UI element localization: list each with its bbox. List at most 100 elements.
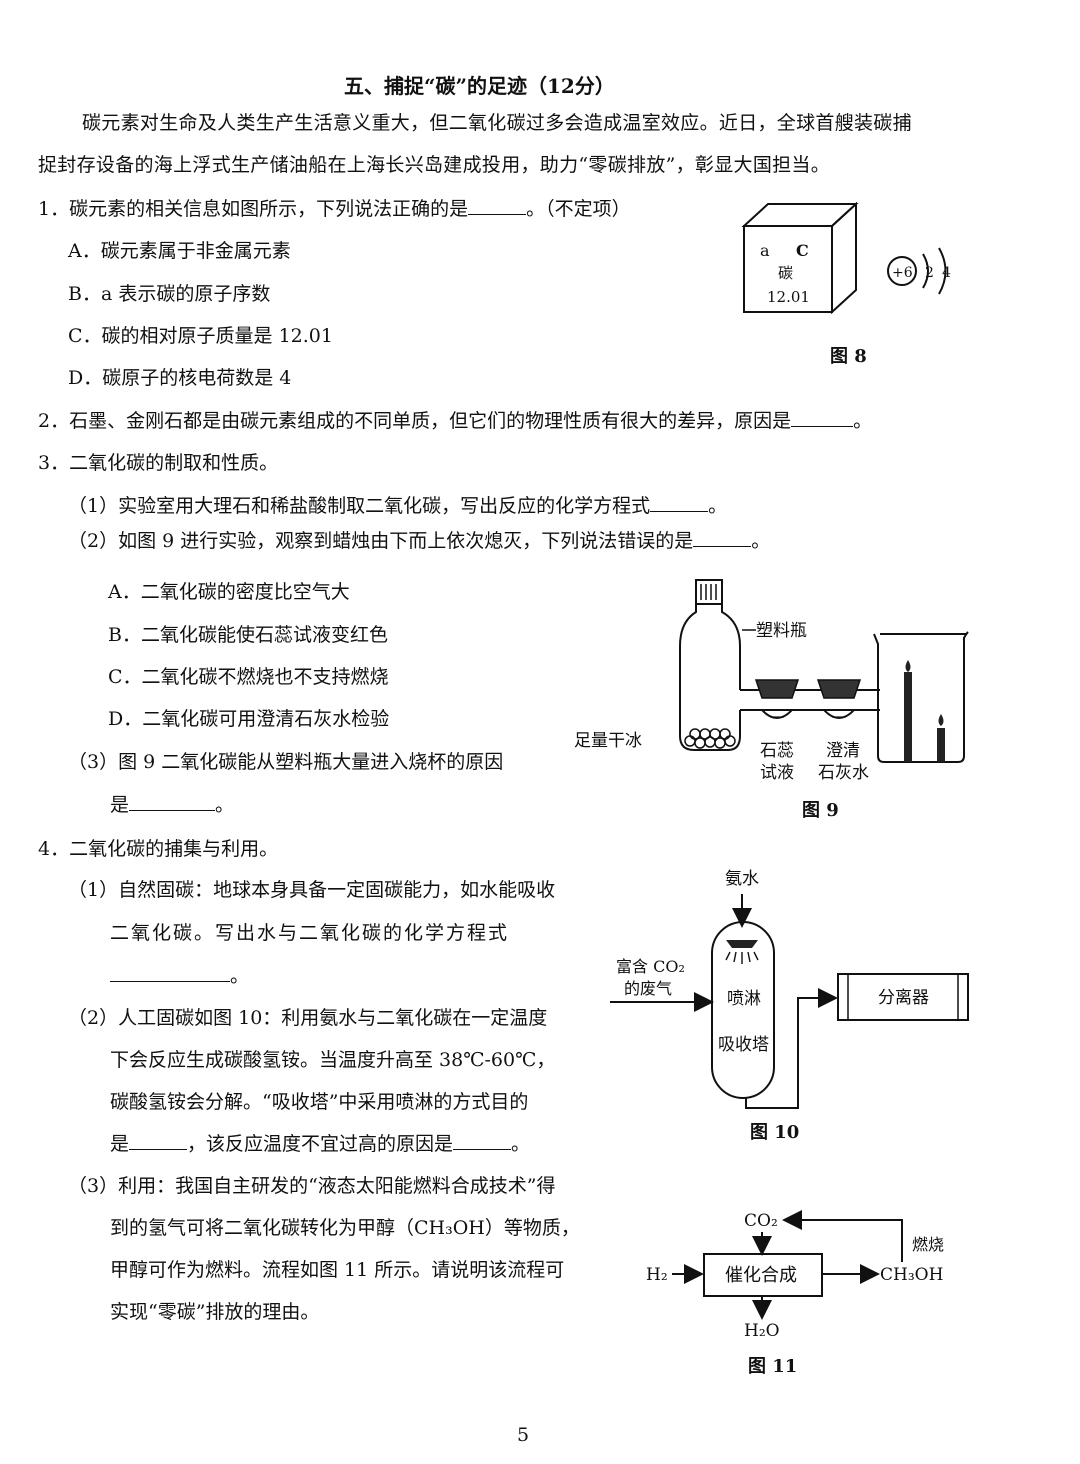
label-litmus-1: 石蕊 [760, 741, 794, 761]
q4-part-2-line-1: （2）人工固碳如图 10：利用氨水与二氧化碳在一定温度 [68, 1007, 548, 1029]
label-dry-ice: 足量干冰 [574, 731, 642, 751]
litmus-dish [754, 679, 800, 719]
q3-option-a: A．二氧化碳的密度比空气大 [108, 581, 350, 603]
label-methanol: CH₃OH [880, 1265, 943, 1285]
q4-part-1-answer: 。 [110, 965, 249, 987]
q2-stem: 2．石墨、金刚石都是由碳元素组成的不同单质，但它们的物理性质有很大的差异，原因是… [38, 410, 872, 432]
label-tower: 吸收塔 [718, 1035, 769, 1055]
q3-part-1-tail: 。 [708, 495, 728, 517]
figure-8-caption: 图 8 [830, 346, 867, 367]
figure-9: 塑料瓶 足量干冰 石蕊 试液 澄清 石灰水 图 9 [574, 579, 969, 821]
q1-answer-blank[interactable] [468, 198, 527, 215]
q3-part-2-tail: 。 [751, 530, 771, 552]
q4-part-1-line-1: （1）自然固碳：地球本身具备一定固碳能力，如水能吸收 [68, 879, 556, 901]
label-waste-gas-1: 富含 CO₂ [616, 957, 685, 976]
shell-arc-1 [922, 253, 929, 289]
q1-option-b: B．a 表示碳的原子序数 [68, 283, 271, 305]
intro-line-1: 碳元素对生命及人类生产生活意义重大，但二氧化碳过多会造成温室效应。近日，全球首艘… [82, 112, 912, 134]
q3-part-3-line-2: 是。 [110, 794, 234, 816]
figure-10-caption: 图 10 [750, 1122, 799, 1143]
tall-candle [904, 672, 912, 762]
label-burn: 燃烧 [912, 1235, 944, 1254]
element-cell: a C 碳 12.01 [741, 201, 859, 315]
nucleus-circle [887, 256, 917, 286]
q3-option-d: D．二氧化碳可用澄清石灰水检验 [108, 708, 390, 730]
short-candle-flame [938, 714, 944, 726]
atom-structure-diagram: +6 2 4 [887, 247, 951, 295]
q4-part-2-text-a: 是 [110, 1133, 130, 1155]
label-ammonia: 氨水 [725, 869, 759, 889]
q3-part-3-tail: 。 [215, 794, 235, 816]
q1-stem: 1．碳元素的相关信息如图所示，下列说法正确的是 。（不定项） [38, 198, 631, 220]
plastic-bottle [679, 579, 741, 751]
label-litmus-2: 试液 [760, 763, 794, 783]
dry-ice-pieces [684, 728, 736, 749]
q1-stem-text: 1．碳元素的相关信息如图所示，下列说法正确的是 [38, 198, 469, 220]
figure-9-caption: 图 9 [802, 800, 839, 821]
label-water: H₂O [744, 1321, 780, 1341]
q3-part-2: （2）如图 9 进行实验，观察到蜡烛由下而上依次熄灭，下列说法错误的是 。 [68, 530, 770, 552]
q4-stem: 4．二氧化碳的捕集与利用。 [38, 838, 279, 860]
tower-to-separator-arrow [745, 988, 838, 1109]
q4-part-1-tail: 。 [230, 965, 250, 987]
q3-part-2-blank[interactable] [693, 530, 752, 547]
nucleus-charge: +6 [892, 265, 913, 281]
section-title: 五、捕捉“碳”的足迹（12分） [344, 74, 615, 98]
q2-answer-blank[interactable] [791, 410, 854, 427]
q4-part-2-line-4: 是 ，该反应温度不宜过高的原因是 。 [110, 1133, 530, 1155]
q3-part-2-text: （2）如图 9 进行实验，观察到蜡烛由下而上依次熄灭，下列说法错误的是 [68, 530, 694, 552]
q4-part-3-line-4: 实现“零碳”排放的理由。 [110, 1301, 320, 1323]
q1-stem-tail: 。（不定项） [526, 198, 631, 220]
q4-part-3-line-1: （3）利用：我国自主研发的“液态太阳能燃料合成技术”得 [68, 1175, 556, 1197]
label-catalytic-synthesis: 催化合成 [725, 1265, 797, 1286]
q1-option-a: A．碳元素属于非金属元素 [68, 240, 291, 262]
cell-mass: 12.01 [767, 288, 810, 306]
q3-part-1-text: （1）实验室用大理石和稀盐酸制取二氧化碳，写出反应的化学方程式 [68, 495, 651, 517]
short-candle [937, 728, 945, 762]
q3-part-3-text: 是 [110, 794, 130, 816]
q4-part-3-line-2: 到的氢气可将二氧化碳转化为甲醇（CH₃OH）等物质， [110, 1217, 580, 1239]
q3-stem: 3．二氧化碳的制取和性质。 [38, 452, 279, 474]
label-h2: H₂ [646, 1265, 668, 1285]
q4-part-2-blank-1[interactable] [129, 1133, 188, 1150]
cell-symbol: C [796, 241, 809, 260]
q4-part-2-text-b: ，该反应温度不宜过高的原因是 [187, 1133, 454, 1155]
spray-head [726, 940, 758, 948]
cell-atomic-number: a [760, 241, 770, 260]
q1-option-c: C．碳的相对原子质量是 12.01 [68, 325, 333, 347]
figure-11-caption: 图 11 [748, 1356, 797, 1377]
intro-line-2: 捉封存设备的海上浮式生产储油船在上海长兴岛建成投用，助力“零碳排放”，彰显大国担… [38, 154, 831, 176]
q3-part-3-blank[interactable] [129, 794, 216, 811]
tall-candle-flame [905, 660, 911, 672]
combustion-return-arrow [782, 1210, 903, 1262]
q3-part-1-blank[interactable] [650, 495, 709, 512]
q4-part-1-blank[interactable] [110, 965, 230, 982]
page-number: 5 [517, 1424, 530, 1446]
shell-1-electrons: 2 [925, 265, 934, 281]
label-limewater-1: 澄清 [826, 741, 860, 761]
q3-option-c: C．二氧化碳不燃烧也不支持燃烧 [108, 666, 389, 688]
shell-2-electrons: 4 [942, 265, 951, 281]
label-waste-gas-2: 的废气 [624, 979, 672, 998]
q3-part-3-line-1: （3）图 9 二氧化碳能从塑料瓶大量进入烧杯的原因 [68, 751, 504, 773]
cell-name: 碳 [778, 264, 793, 282]
beaker [873, 631, 969, 763]
figure-8: a C 碳 12.01 +6 2 4 图 8 [741, 201, 951, 367]
figure-10: 氨水 喷淋 吸收塔 富含 CO₂ 的废气 分离器 图 10 [610, 869, 969, 1143]
figure-11: CO₂ 燃烧 H₂ 催化合成 CH₃OH H₂O 图 11 [646, 1210, 944, 1377]
label-plastic-bottle: 塑料瓶 [756, 621, 807, 641]
separator-box [837, 973, 969, 1021]
label-separator: 分离器 [878, 988, 929, 1008]
bottle-cap [695, 579, 723, 605]
q4-part-3-line-3: 甲醇可作为燃料。流程如图 11 所示。请说明该流程可 [110, 1259, 565, 1281]
q1-option-d: D．碳原子的核电荷数是 4 [68, 367, 292, 389]
q4-part-2-blank-2[interactable] [453, 1133, 512, 1150]
q4-part-2-line-2: 下会反应生成碳酸氢铵。当温度升高至 38℃-60℃， [110, 1049, 556, 1071]
q4-part-2-tail: 。 [511, 1133, 531, 1155]
shell-arc-2 [938, 247, 947, 295]
q4-part-2-line-3: 碳酸氢铵会分解。“吸收塔”中采用喷淋的方式目的 [110, 1091, 529, 1113]
label-co2: CO₂ [744, 1211, 778, 1231]
label-spray: 喷淋 [727, 989, 761, 1009]
q3-part-1: （1）实验室用大理石和稀盐酸制取二氧化碳，写出反应的化学方程式 。 [68, 495, 727, 517]
limewater-dish [816, 679, 862, 719]
